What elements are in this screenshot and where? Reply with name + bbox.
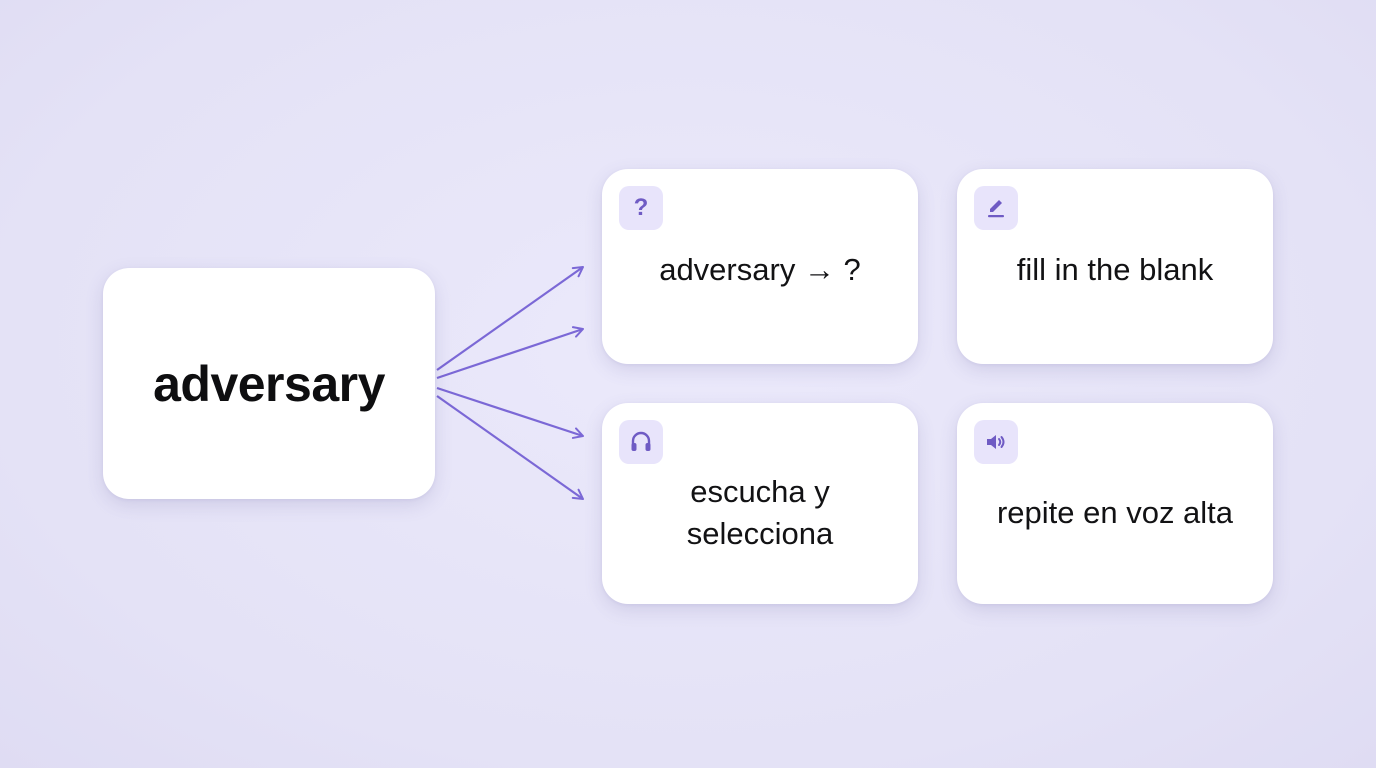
speaker-icon	[974, 420, 1018, 464]
arrow-to-listen-select	[436, 386, 584, 439]
pencil-icon	[974, 186, 1018, 230]
exercise-label-repeat-aloud: repite en voz alta	[996, 494, 1234, 530]
arrow-to-translation	[436, 266, 584, 371]
arrow-to-repeat-aloud	[436, 395, 584, 500]
exercise-card-listen-select[interactable]: escucha y selecciona	[602, 403, 918, 604]
source-word: adversary	[153, 355, 385, 412]
exercise-card-fill-blank[interactable]: fill in the blank	[957, 169, 1273, 364]
exercise-label-fill-blank: fill in the blank	[1016, 251, 1214, 287]
exercise-card-repeat-aloud[interactable]: repite en voz alta	[957, 403, 1273, 604]
exercise-card-translation[interactable]: ? adversary → ?	[602, 169, 918, 364]
headphones-icon	[619, 420, 663, 464]
question-mark-icon: ?	[619, 186, 663, 230]
source-word-card[interactable]: adversary	[103, 268, 435, 499]
exercise-label-listen-select: escucha y selecciona	[686, 473, 834, 551]
arrow-to-fill-blank	[436, 326, 584, 380]
exercise-label-translation: adversary → ?	[659, 251, 861, 287]
